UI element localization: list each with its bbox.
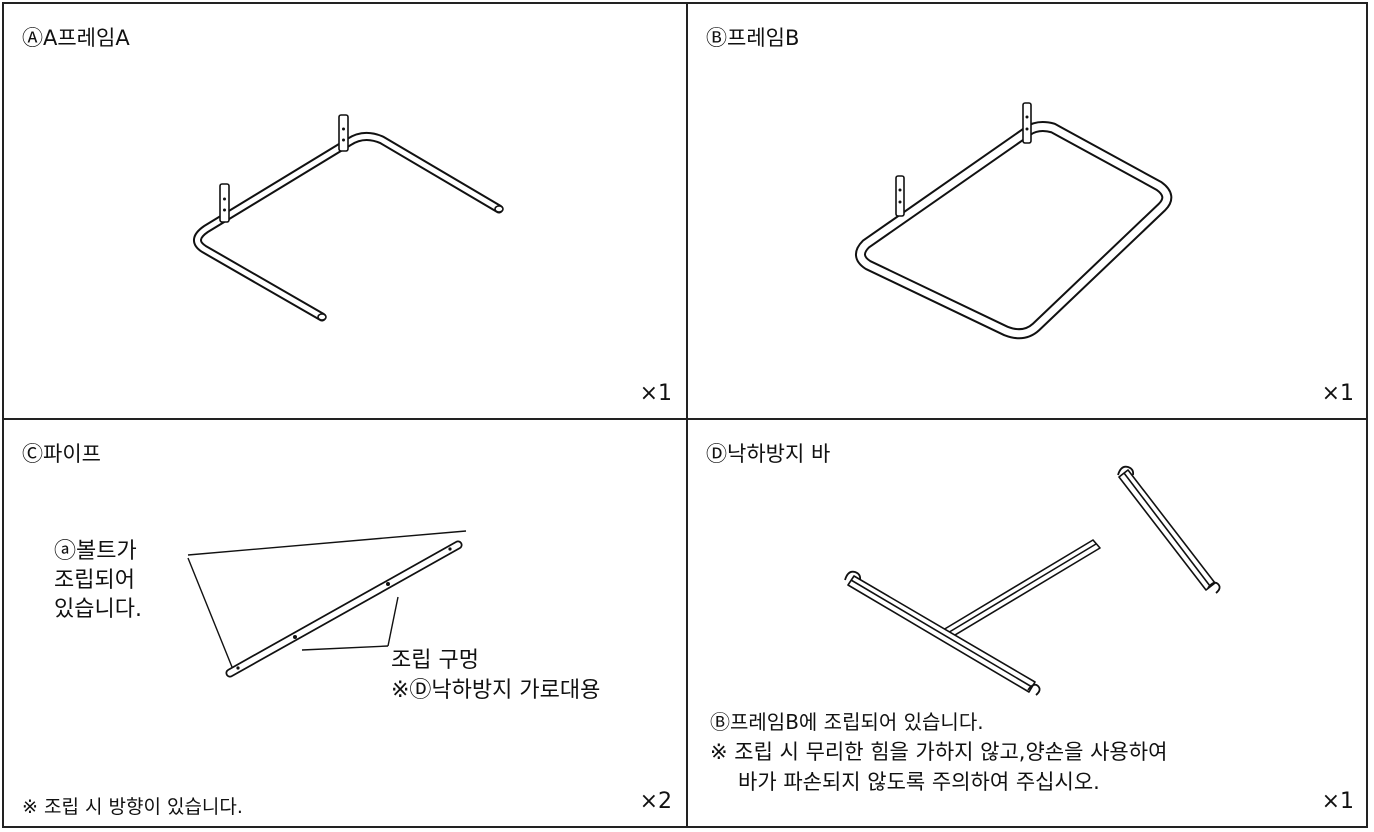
part-cell-fall-prevention-bar: Ⓓ낙하방지 바 Ⓑ프레임B에 조립되어 있습니다. ※ 조립 시 무리한 <box>688 420 1368 826</box>
frame-b-illustration <box>855 102 1173 340</box>
hole-note-line-2: ※Ⓓ낙하방지 가로대용 <box>391 678 601 703</box>
fall-prevention-bar-illustration <box>844 465 1221 696</box>
part-quantity-fall-prevention-bar: ×1 <box>1321 789 1354 814</box>
frame-a-illustration <box>193 114 504 322</box>
part-quantity-frame-a: ×1 <box>639 381 672 406</box>
part-quantity-frame-b: ×1 <box>1321 381 1354 406</box>
direction-note: ※ 조립 시 방향이 있습니다. <box>22 796 243 818</box>
part-cell-pipe: Ⓒ파이프 ⓐ볼트가 조립되어 있습니다. 조립 구멍 <box>4 420 686 826</box>
part-title-frame-a: ⒶA프레임A <box>22 26 130 50</box>
vertical-divider <box>686 4 688 826</box>
part-title-frame-b: Ⓑ프레임B <box>706 26 800 50</box>
part-cell-frame-b: Ⓑ프레임B ×1 <box>688 4 1368 418</box>
bar-note-line-3: 바가 파손되지 않도록 주의하여 주십시오. <box>738 770 1100 794</box>
bolt-note-line-1: ⓐ볼트가 <box>54 539 137 564</box>
bar-note-line-1: Ⓑ프레임B에 조립되어 있습니다. <box>710 710 984 734</box>
pipe-illustration <box>187 530 467 678</box>
part-cell-frame-a: ⒶA프레임A ×1 <box>4 4 686 418</box>
hole-note-line-1: 조립 구멍 <box>391 648 479 673</box>
part-quantity-pipe: ×2 <box>639 789 672 814</box>
horizontal-divider <box>4 418 1366 420</box>
bolt-note-line-2: 조립되어 <box>54 568 135 593</box>
bolt-note-line-3: 있습니다. <box>54 597 142 622</box>
part-title-pipe: Ⓒ파이프 <box>22 442 101 466</box>
bar-note-line-2: ※ 조립 시 무리한 힘을 가하지 않고,양손을 사용하여 <box>710 740 1168 764</box>
part-title-fall-prevention-bar: Ⓓ낙하방지 바 <box>706 442 831 466</box>
